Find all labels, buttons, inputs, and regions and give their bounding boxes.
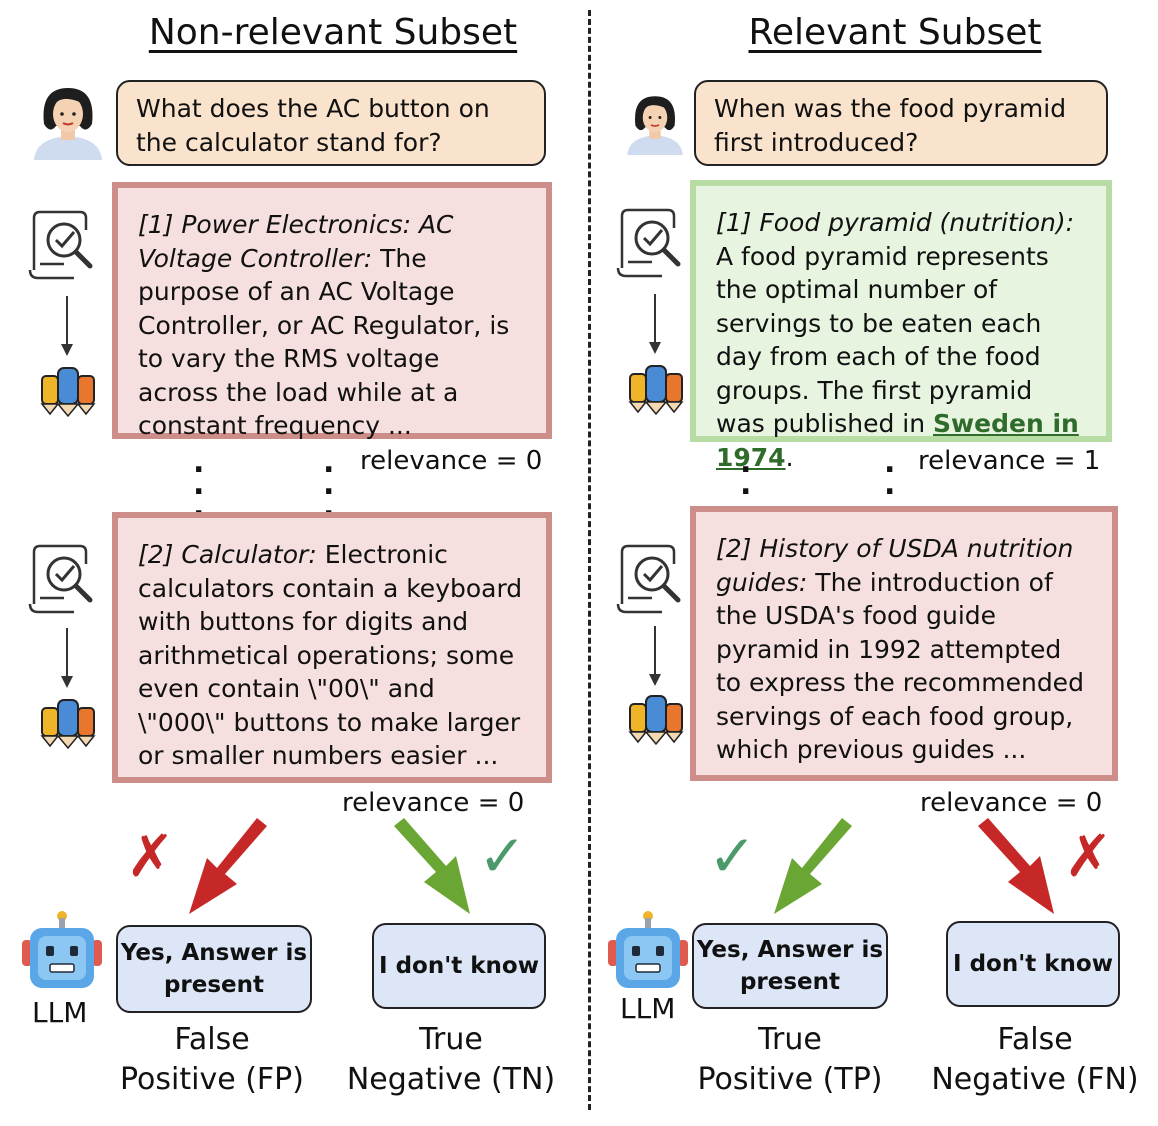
column-divider (588, 10, 591, 1110)
left-outcome-no: True Negative (TN) (340, 1020, 562, 1100)
ellipsis-dots: ... (323, 445, 335, 524)
left-question-box: What does the AC button on the calculato… (116, 80, 546, 166)
right-relevance-2: relevance = 0 (920, 788, 1103, 818)
pencils-icon (628, 365, 684, 416)
left-relevance-2: relevance = 0 (342, 788, 525, 818)
robot-icon (608, 911, 688, 988)
pencils-icon (40, 367, 96, 418)
outcome-line-2: Negative (FN) (931, 1062, 1139, 1097)
robot-icon (22, 911, 102, 988)
left-outcome-yes: False Positive (FP) (114, 1020, 310, 1100)
check-icon: ✓ (708, 822, 757, 890)
cross-icon: ✗ (1064, 822, 1113, 890)
llm-label: LLM (620, 992, 676, 1025)
left-title: Non-relevant Subset (148, 12, 518, 53)
left-relevance-1: relevance = 0 (360, 446, 543, 476)
left-passage-2: [2] Calculator: Electronic calculators c… (112, 512, 552, 783)
user-icon (34, 88, 102, 160)
passage-title: [1] Power Electronics: AC Voltage Contro… (138, 210, 454, 273)
llm-label: LLM (32, 996, 88, 1029)
user-icon (627, 96, 683, 155)
outcome-line-2: Positive (TP) (697, 1062, 883, 1097)
outcome-line-2: Positive (FP) (120, 1062, 304, 1097)
cross-icon: ✗ (126, 822, 175, 890)
correct-arrow (774, 818, 852, 914)
passage-title: [2] History of USDA nutrition guides: (716, 534, 1074, 597)
pencils-icon (40, 699, 96, 750)
right-passage-2: [2] History of USDA nutrition guides: Th… (690, 506, 1118, 781)
correct-arrow (394, 818, 470, 914)
answer-highlight: Sweden in 1974 (716, 409, 1079, 472)
outcome-line-1: False (997, 1022, 1073, 1057)
outcome-line-1: True (419, 1022, 483, 1057)
arrow-down-icon (61, 296, 73, 356)
passage-text: A food pyramid represents the optimal nu… (716, 241, 1049, 439)
document-search-icon (616, 544, 681, 614)
wrong-arrow (189, 818, 267, 914)
document-search-icon (28, 544, 93, 614)
right-question-box: When was the food pyramid first introduc… (694, 80, 1108, 166)
right-answer-yes: Yes, Answer is present (692, 923, 888, 1009)
ellipsis-dots: ... (193, 445, 205, 524)
passage-text: The purpose of an AC Voltage Controller,… (138, 243, 510, 441)
passage-text: Electronic calculators contain a keyboar… (138, 540, 523, 770)
pencils-icon (628, 695, 684, 746)
passage-tail: . (785, 442, 794, 472)
left-answer-yes: Yes, Answer is present (116, 925, 312, 1013)
arrow-down-icon (649, 294, 661, 354)
outcome-line-2: Negative (TN) (346, 1062, 556, 1097)
wrong-arrow (978, 818, 1054, 914)
outcome-line-1: False (174, 1022, 250, 1057)
right-title: Relevant Subset (748, 12, 1042, 53)
right-outcome-no: False Negative (FN) (920, 1020, 1150, 1100)
document-search-icon (28, 210, 93, 280)
right-answer-no: I don't know (946, 921, 1120, 1007)
document-search-icon (616, 208, 681, 278)
outcome-line-1: True (758, 1022, 822, 1057)
passage-title: [1] Food pyramid (nutrition): (716, 208, 1075, 237)
arrow-down-icon (649, 626, 661, 686)
right-passage-1: [1] Food pyramid (nutrition): A food pyr… (690, 180, 1112, 472)
passage-text: The introduction of the USDA's food guid… (716, 567, 1084, 765)
left-passage-1: [1] Power Electronics: AC Voltage Contro… (112, 182, 552, 441)
right-relevance-1: relevance = 1 (918, 446, 1101, 476)
arrow-down-icon (61, 628, 73, 688)
left-answer-no: I don't know (372, 923, 546, 1009)
passage-title: [2] Calculator: (138, 540, 317, 569)
right-outcome-yes: True Positive (TP) (684, 1020, 896, 1100)
check-icon: ✓ (478, 822, 527, 890)
